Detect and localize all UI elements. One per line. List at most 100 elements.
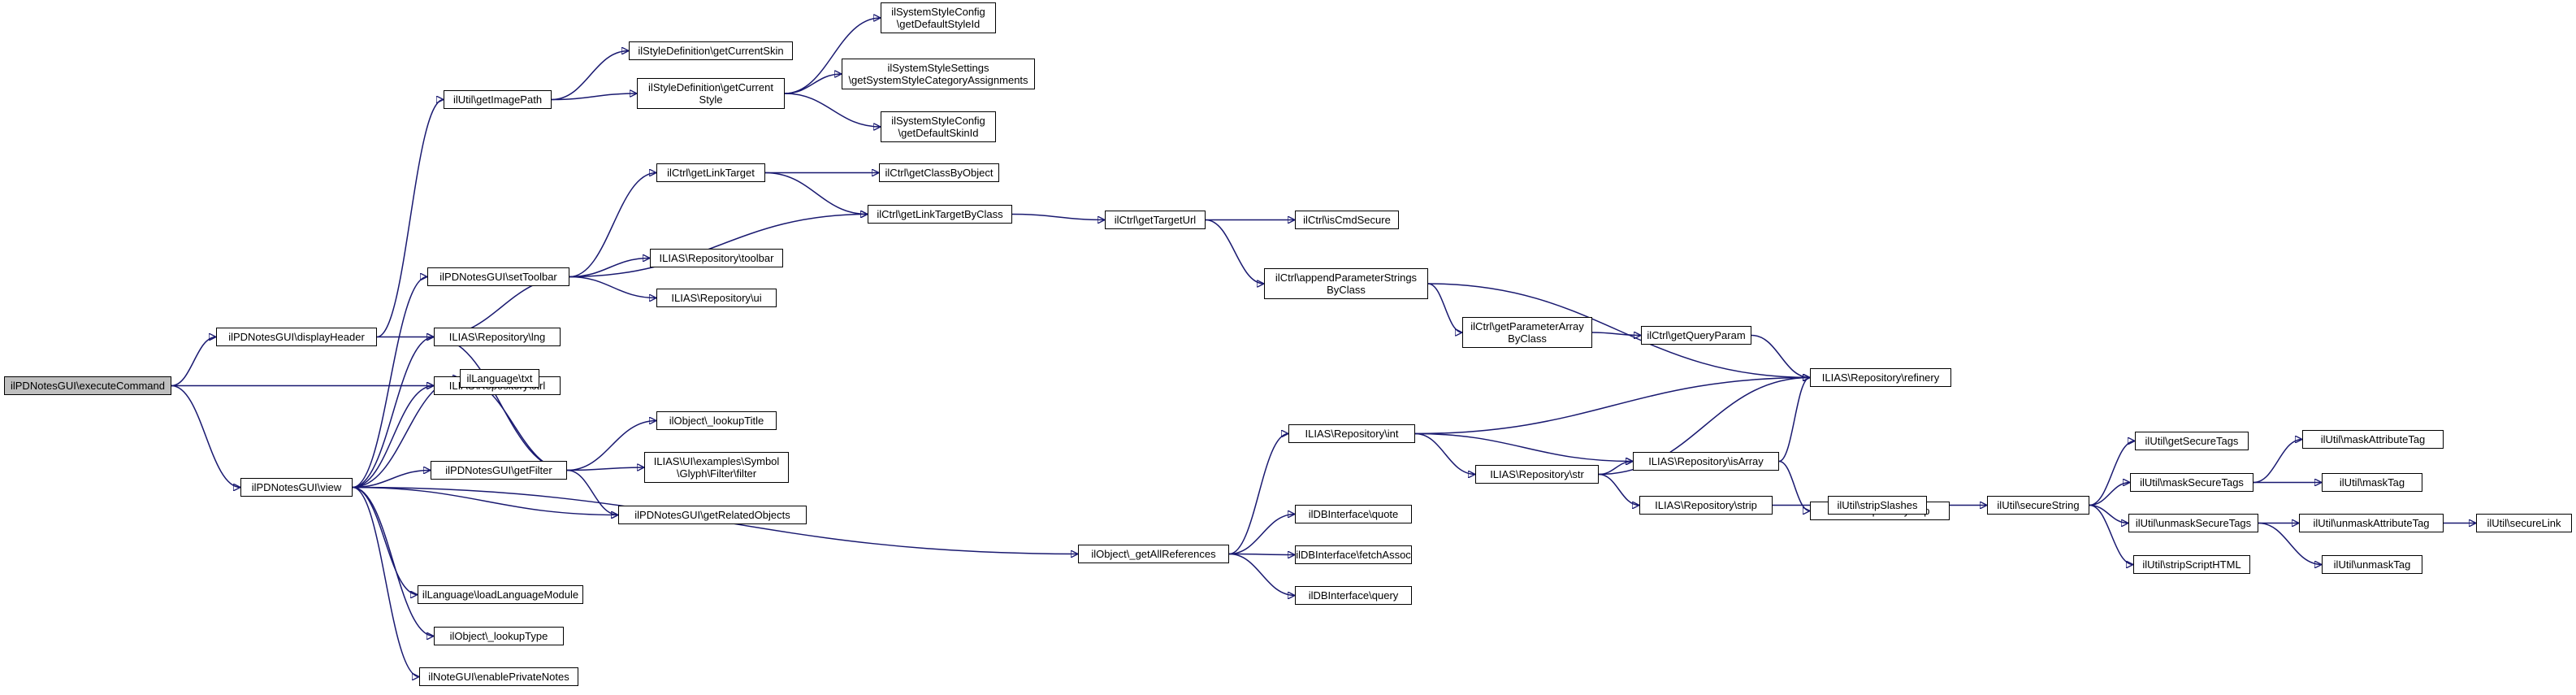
node-view[interactable]: ilPDNotesGUI\view bbox=[240, 478, 353, 497]
node-get-related-objects[interactable]: ilPDNotesGUI\getRelatedObjects bbox=[618, 506, 807, 524]
edge-getImagePath-to-getCurrentStyle bbox=[551, 93, 637, 101]
node-secure-link[interactable]: ilUtil\secureLink bbox=[2476, 514, 2572, 532]
edge-setToolbar-to-repo_toolbar bbox=[569, 258, 650, 278]
edge-getAllReferences-to-db_quote bbox=[1228, 515, 1295, 555]
node-label: ilStyleDefinition\getCurrent Style bbox=[648, 81, 773, 106]
node-label: ilUtil\stripSlashes bbox=[1837, 499, 1918, 511]
node-label: ilObject\_lookupType bbox=[449, 630, 548, 642]
node-unmask-secure-tags[interactable]: ilUtil\unmaskSecureTags bbox=[2128, 514, 2258, 532]
node-db-fetch-assoc[interactable]: ilDBInterface\fetchAssoc bbox=[1295, 545, 1412, 564]
node-symbol-filter[interactable]: ILIAS\UI\examples\Symbol \Glyph\Filter\f… bbox=[644, 452, 789, 483]
edge-appendParameterStringsByClass-to-repo_refinery bbox=[1427, 283, 1810, 378]
node-label: ilNoteGUI\enablePrivateNotes bbox=[428, 671, 569, 683]
node-repo-int[interactable]: ILIAS\Repository\int bbox=[1288, 424, 1415, 443]
node-repo-lng[interactable]: ILIAS\Repository\lng bbox=[434, 328, 561, 346]
node-label: ilPDNotesGUI\getFilter bbox=[445, 464, 552, 476]
node-repo-is-array[interactable]: ILIAS\Repository\isArray bbox=[1633, 452, 1779, 471]
edge-getCurrentStyle-to-getDefaultSkinId bbox=[784, 93, 881, 127]
edge-secureString-to-stripScriptHTML bbox=[2089, 504, 2134, 565]
edge-getAllReferences-to-db_fetchAssoc bbox=[1228, 554, 1295, 555]
node-get-link-target-by-class[interactable]: ilCtrl\getLinkTargetByClass bbox=[868, 205, 1012, 224]
node-get-system-style-category-assignments[interactable]: ilSystemStyleSettings \getSystemStyleCat… bbox=[842, 59, 1035, 89]
node-repo-toolbar[interactable]: ILIAS\Repository\toolbar bbox=[650, 249, 783, 267]
edge-unmaskSecureTags-to-unmaskTag bbox=[2258, 522, 2322, 565]
node-display-header[interactable]: ilPDNotesGUI\displayHeader bbox=[216, 328, 377, 346]
node-set-toolbar[interactable]: ilPDNotesGUI\setToolbar bbox=[427, 267, 569, 286]
node-label: ilPDNotesGUI\executeCommand bbox=[10, 380, 166, 392]
node-mask-secure-tags[interactable]: ilUtil\maskSecureTags bbox=[2130, 473, 2253, 492]
node-label: ILIAS\Repository\toolbar bbox=[659, 252, 774, 264]
node-get-target-url[interactable]: ilCtrl\getTargetUrl bbox=[1105, 211, 1206, 229]
node-get-class-by-object[interactable]: ilCtrl\getClassByObject bbox=[879, 163, 999, 182]
node-db-query[interactable]: ilDBInterface\query bbox=[1295, 586, 1412, 605]
edge-repo_str-to-repo_refinery bbox=[1598, 378, 1810, 476]
node-label: ilUtil\getImagePath bbox=[452, 93, 543, 106]
node-label: ilUtil\secureLink bbox=[2487, 517, 2561, 529]
node-label: ilLanguage\loadLanguageModule bbox=[422, 589, 579, 601]
node-load-language-module[interactable]: ilLanguage\loadLanguageModule bbox=[418, 585, 583, 604]
node-get-filter[interactable]: ilPDNotesGUI\getFilter bbox=[431, 461, 567, 480]
node-unmask-attribute-tag[interactable]: ilUtil\unmaskAttributeTag bbox=[2299, 514, 2444, 532]
edge-getQueryParam-to-repo_refinery bbox=[1751, 334, 1811, 378]
edge-repo_str-to-repo_isArray bbox=[1598, 462, 1634, 476]
node-label: ilCtrl\getQueryParam bbox=[1647, 329, 1746, 341]
node-strip-slashes[interactable]: ilUtil\stripSlashes bbox=[1828, 496, 1927, 515]
edge-secureString-to-getSecureTags bbox=[2089, 441, 2136, 506]
node-label: ilSystemStyleConfig \getDefaultSkinId bbox=[891, 115, 985, 139]
node-get-query-param[interactable]: ilCtrl\getQueryParam bbox=[1641, 326, 1751, 345]
node-label: ilSystemStyleSettings \getSystemStyleCat… bbox=[848, 62, 1028, 86]
edge-secureString-to-unmaskSecureTags bbox=[2089, 504, 2129, 523]
edge-repo_str-to-repo_strip bbox=[1598, 473, 1640, 506]
node-label: ilLanguage\txt bbox=[466, 372, 533, 384]
edge-executeCommand-to-view bbox=[171, 384, 241, 488]
node-label: ilUtil\getSecureTags bbox=[2145, 435, 2239, 447]
edge-view-to-getRelatedObjects bbox=[352, 486, 618, 515]
node-label: ilStyleDefinition\getCurrentSkin bbox=[638, 45, 784, 57]
node-get-secure-tags[interactable]: ilUtil\getSecureTags bbox=[2135, 432, 2249, 450]
node-append-parameter-strings-by-class[interactable]: ilCtrl\appendParameterStrings ByClass bbox=[1264, 268, 1428, 299]
node-label: ilCtrl\getTargetUrl bbox=[1114, 214, 1197, 226]
node-repo-ui[interactable]: ILIAS\Repository\ui bbox=[656, 289, 777, 307]
node-repo-str[interactable]: ILIAS\Repository\str bbox=[1475, 465, 1599, 484]
node-get-current-skin[interactable]: ilStyleDefinition\getCurrentSkin bbox=[629, 41, 793, 60]
edge-setToolbar-to-getLinkTargetByClass bbox=[569, 215, 868, 278]
node-label: ilCtrl\isCmdSecure bbox=[1303, 214, 1391, 226]
node-repo-strip[interactable]: ILIAS\Repository\strip bbox=[1639, 496, 1773, 515]
node-get-default-skin-id[interactable]: ilSystemStyleConfig \getDefaultSkinId bbox=[881, 111, 996, 142]
node-label: ILIAS\Repository\refinery bbox=[1821, 371, 1940, 384]
edge-setToolbar-to-repo_ui bbox=[569, 276, 656, 298]
node-mask-tag[interactable]: ilUtil\maskTag bbox=[2322, 473, 2422, 492]
node-lookup-title[interactable]: ilObject\_lookupTitle bbox=[656, 411, 777, 430]
edge-view-to-setToolbar bbox=[352, 277, 428, 489]
node-label: ilPDNotesGUI\view bbox=[251, 481, 342, 493]
node-lang-txt[interactable]: ilLanguage\txt bbox=[460, 369, 539, 388]
node-get-default-style-id[interactable]: ilSystemStyleConfig \getDefaultStyleId bbox=[881, 2, 996, 33]
edge-getCurrentStyle-to-getSystemStyleCategoryAssignments bbox=[784, 74, 842, 94]
node-label: ilSystemStyleConfig \getDefaultStyleId bbox=[891, 6, 985, 30]
node-label: ilUtil\maskSecureTags bbox=[2140, 476, 2244, 489]
node-lookup-type[interactable]: ilObject\_lookupType bbox=[434, 627, 564, 645]
node-get-link-target[interactable]: ilCtrl\getLinkTarget bbox=[656, 163, 765, 182]
node-label: ilCtrl\getParameterArray ByClass bbox=[1470, 320, 1584, 345]
edge-repo_isArray-to-repo_refinery bbox=[1778, 378, 1811, 463]
node-secure-string[interactable]: ilUtil\secureString bbox=[1987, 496, 2089, 515]
node-get-image-path[interactable]: ilUtil\getImagePath bbox=[444, 90, 552, 109]
node-get-parameter-array-by-class[interactable]: ilCtrl\getParameterArray ByClass bbox=[1462, 317, 1592, 348]
node-strip-script-html[interactable]: ilUtil\stripScriptHTML bbox=[2133, 555, 2250, 574]
node-mask-attribute-tag[interactable]: ilUtil\maskAttributeTag bbox=[2302, 430, 2444, 449]
edge-getFilter-to-lookupTitle bbox=[566, 421, 656, 471]
node-get-current-style[interactable]: ilStyleDefinition\getCurrent Style bbox=[637, 78, 785, 109]
node-repo-refinery[interactable]: ILIAS\Repository\refinery bbox=[1810, 368, 1951, 387]
edge-repo_int-to-repo_str bbox=[1414, 432, 1475, 475]
node-enable-private-notes[interactable]: ilNoteGUI\enablePrivateNotes bbox=[419, 667, 578, 686]
node-is-cmd-secure[interactable]: ilCtrl\isCmdSecure bbox=[1295, 211, 1399, 229]
edge-executeCommand-to-displayHeader bbox=[171, 337, 217, 387]
edge-getLinkTarget-to-getLinkTargetByClass bbox=[764, 172, 868, 215]
node-label: ilUtil\unmaskTag bbox=[2333, 558, 2411, 571]
node-label: ilUtil\maskTag bbox=[2339, 476, 2405, 489]
node-unmask-tag[interactable]: ilUtil\unmaskTag bbox=[2322, 555, 2422, 574]
node-get-all-references[interactable]: ilObject\_getAllReferences bbox=[1078, 545, 1229, 563]
node-db-quote[interactable]: ilDBInterface\quote bbox=[1295, 505, 1412, 523]
node-label: ilUtil\maskAttributeTag bbox=[2320, 433, 2426, 445]
